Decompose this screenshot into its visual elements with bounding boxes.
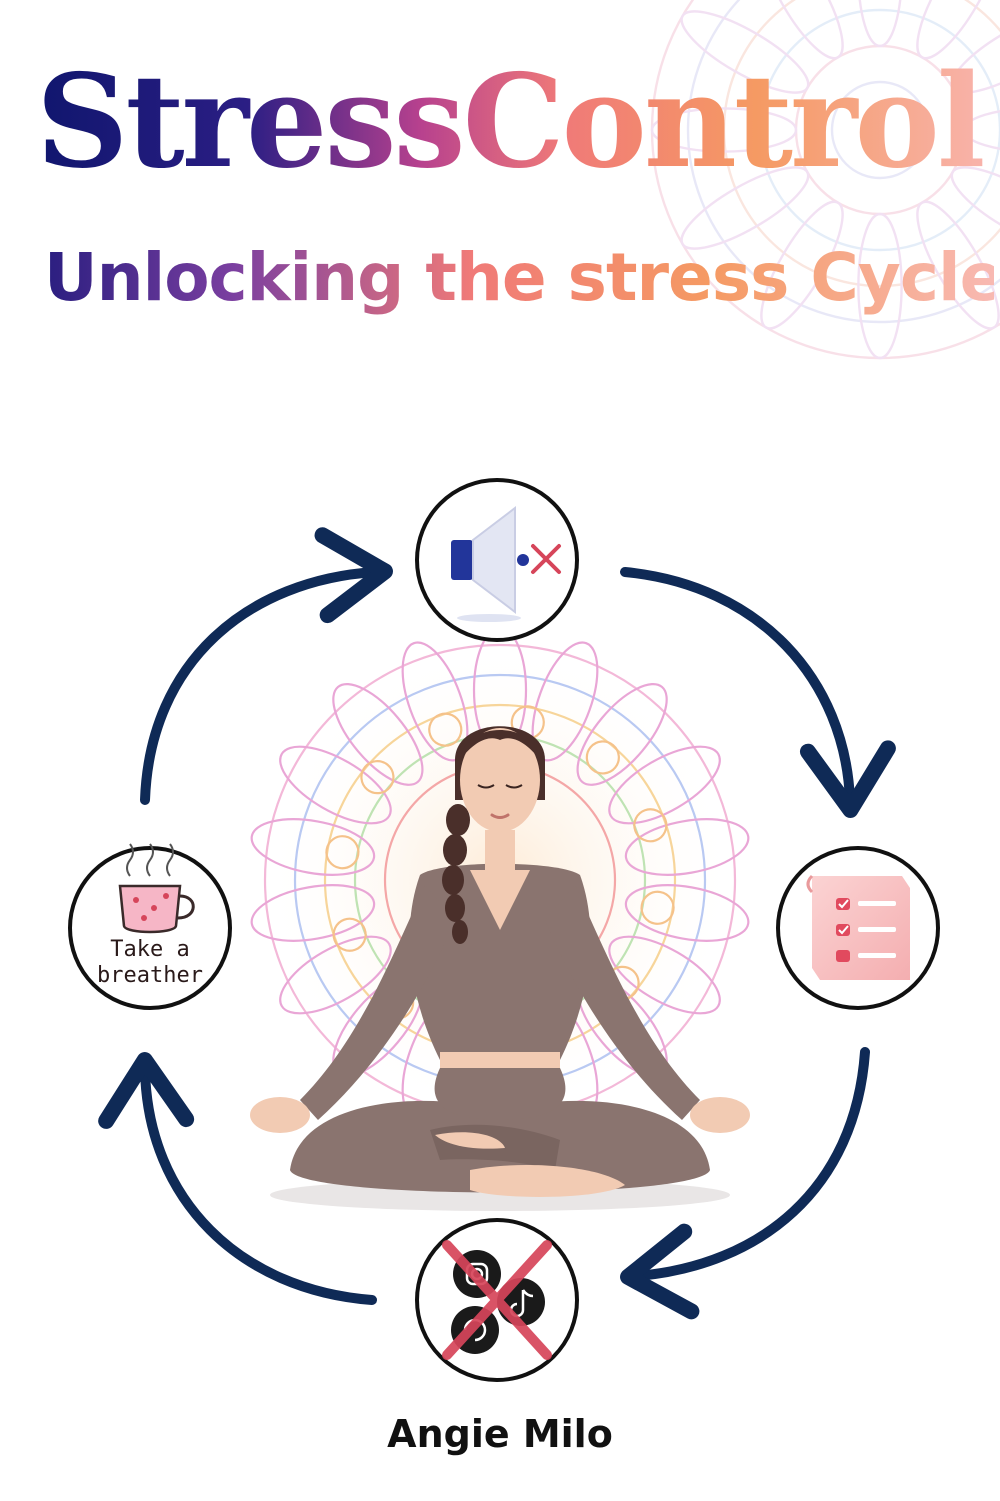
book-subtitle: Unlocking the stress Cycle	[44, 239, 1000, 316]
arrow-top-right	[620, 567, 896, 818]
book-title: StressControl	[36, 52, 996, 193]
muted-speaker-icon	[451, 505, 561, 622]
cycle-item-checklist	[776, 846, 940, 1010]
breather-label-line2: breather	[97, 963, 203, 988]
no-social-media-icon	[442, 1240, 552, 1360]
arrow-bottom-right	[620, 1047, 870, 1320]
breather-label-line1: Take a	[110, 937, 189, 962]
arrow-bottom-left	[98, 1052, 377, 1305]
meditating-woman-illustration	[250, 726, 750, 1211]
cycle-item-mute	[415, 478, 579, 642]
cycle-item-no-social-media	[415, 1218, 579, 1382]
corner-mandala-decoration	[650, 0, 1000, 360]
author-name: Angie Milo	[387, 1412, 613, 1456]
cycle-item-take-a-breather: Take a breather	[68, 843, 232, 1010]
cycle-arrows	[98, 527, 896, 1320]
tea-cup-icon	[118, 843, 195, 934]
checklist-icon	[806, 874, 910, 980]
arrow-top-left	[140, 527, 393, 805]
